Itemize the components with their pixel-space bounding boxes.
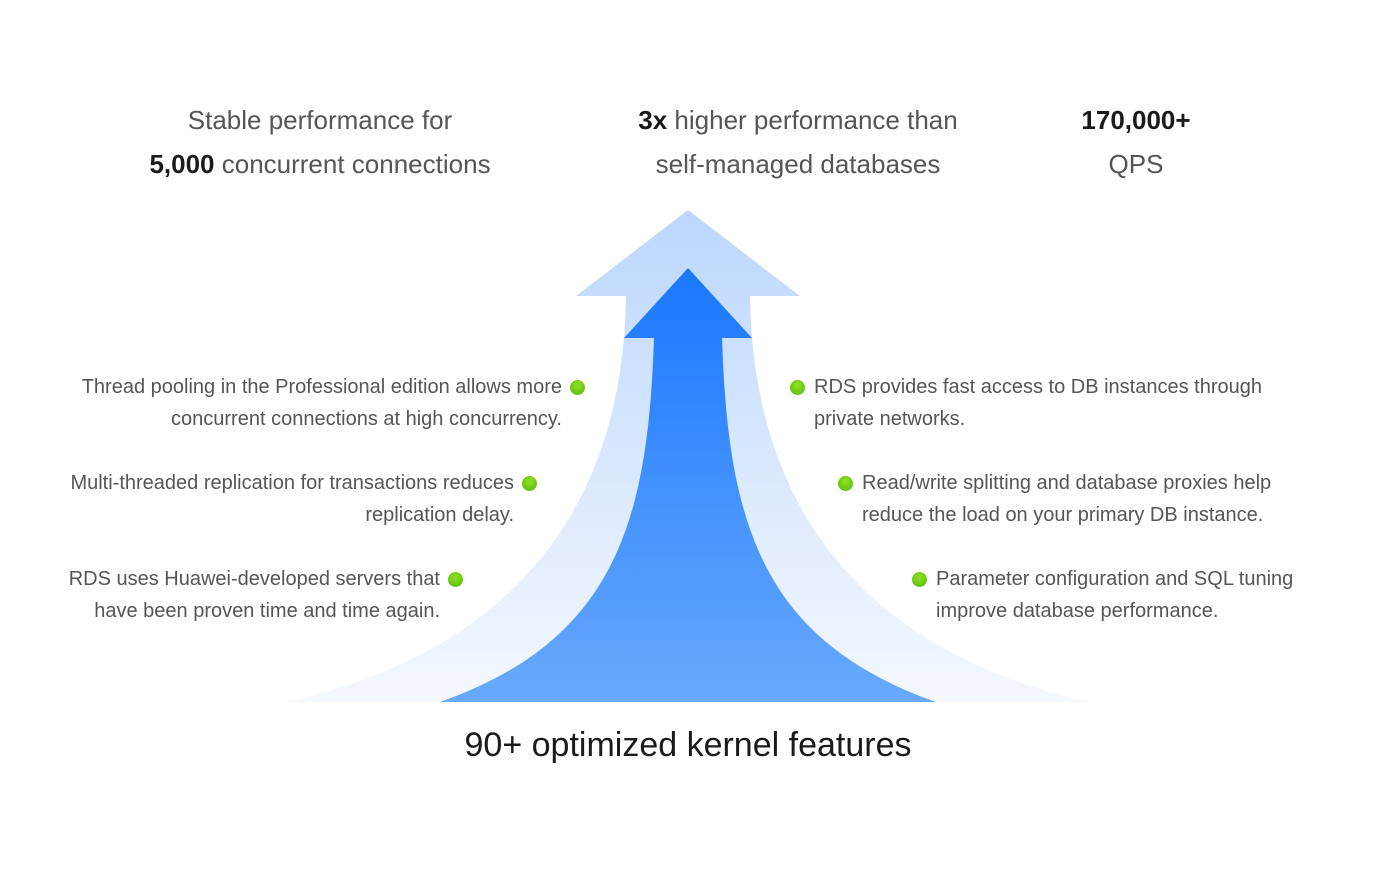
feature-text: Thread pooling in the Professional editi… — [81, 376, 562, 398]
stat-line: concurrent connections — [214, 149, 491, 179]
stat-value: 170,000+ — [1081, 105, 1191, 135]
feature-text: Read/write splitting and database proxie… — [862, 472, 1272, 494]
feature-text: reduce the load on your primary DB insta… — [862, 504, 1264, 526]
feature-right-3: Parameter configuration and SQL tuning i… — [936, 563, 1293, 627]
stat-line: QPS — [1108, 149, 1164, 179]
stat-line: higher performance than — [667, 105, 958, 135]
bullet-dot-icon — [448, 572, 463, 587]
stat-qps: 170,000+ QPS — [1036, 98, 1236, 186]
feature-text: RDS uses Huawei-developed servers that — [68, 568, 440, 590]
stat-value: 5,000 — [149, 149, 215, 179]
feature-text: Parameter configuration and SQL tuning — [936, 568, 1294, 590]
bullet-dot-icon — [522, 476, 537, 491]
feature-text: improve database performance. — [936, 600, 1219, 622]
feature-left-3: RDS uses Huawei-developed servers that h… — [69, 563, 440, 627]
stat-line: self-managed databases — [655, 149, 941, 179]
feature-text: Multi-threaded replication for transacti… — [70, 472, 514, 494]
feature-text: have been proven time and time again. — [94, 600, 440, 622]
inner-arrow — [440, 268, 936, 702]
kernel-features-label: 90+ optimized kernel features — [464, 726, 912, 764]
stat-value: 3x — [638, 105, 668, 135]
feature-right-1: RDS provides fast access to DB instances… — [814, 371, 1262, 435]
stat-performance: 3x higher performance than self-managed … — [598, 98, 998, 186]
bullet-dot-icon — [790, 380, 805, 395]
feature-right-2: Read/write splitting and database proxie… — [862, 467, 1271, 531]
feature-text: RDS provides fast access to DB instances… — [814, 376, 1262, 398]
feature-text: private networks. — [814, 408, 966, 430]
stat-connections: Stable performance for 5,000 concurrent … — [120, 98, 520, 186]
feature-left-1: Thread pooling in the Professional editi… — [82, 371, 562, 435]
feature-left-2: Multi-threaded replication for transacti… — [70, 467, 514, 531]
stat-line: Stable performance for — [187, 105, 453, 135]
bullet-dot-icon — [570, 380, 585, 395]
bullet-dot-icon — [838, 476, 853, 491]
feature-text: replication delay. — [365, 504, 514, 526]
bullet-dot-icon — [912, 572, 927, 587]
feature-text: concurrent connections at high concurren… — [171, 408, 562, 430]
